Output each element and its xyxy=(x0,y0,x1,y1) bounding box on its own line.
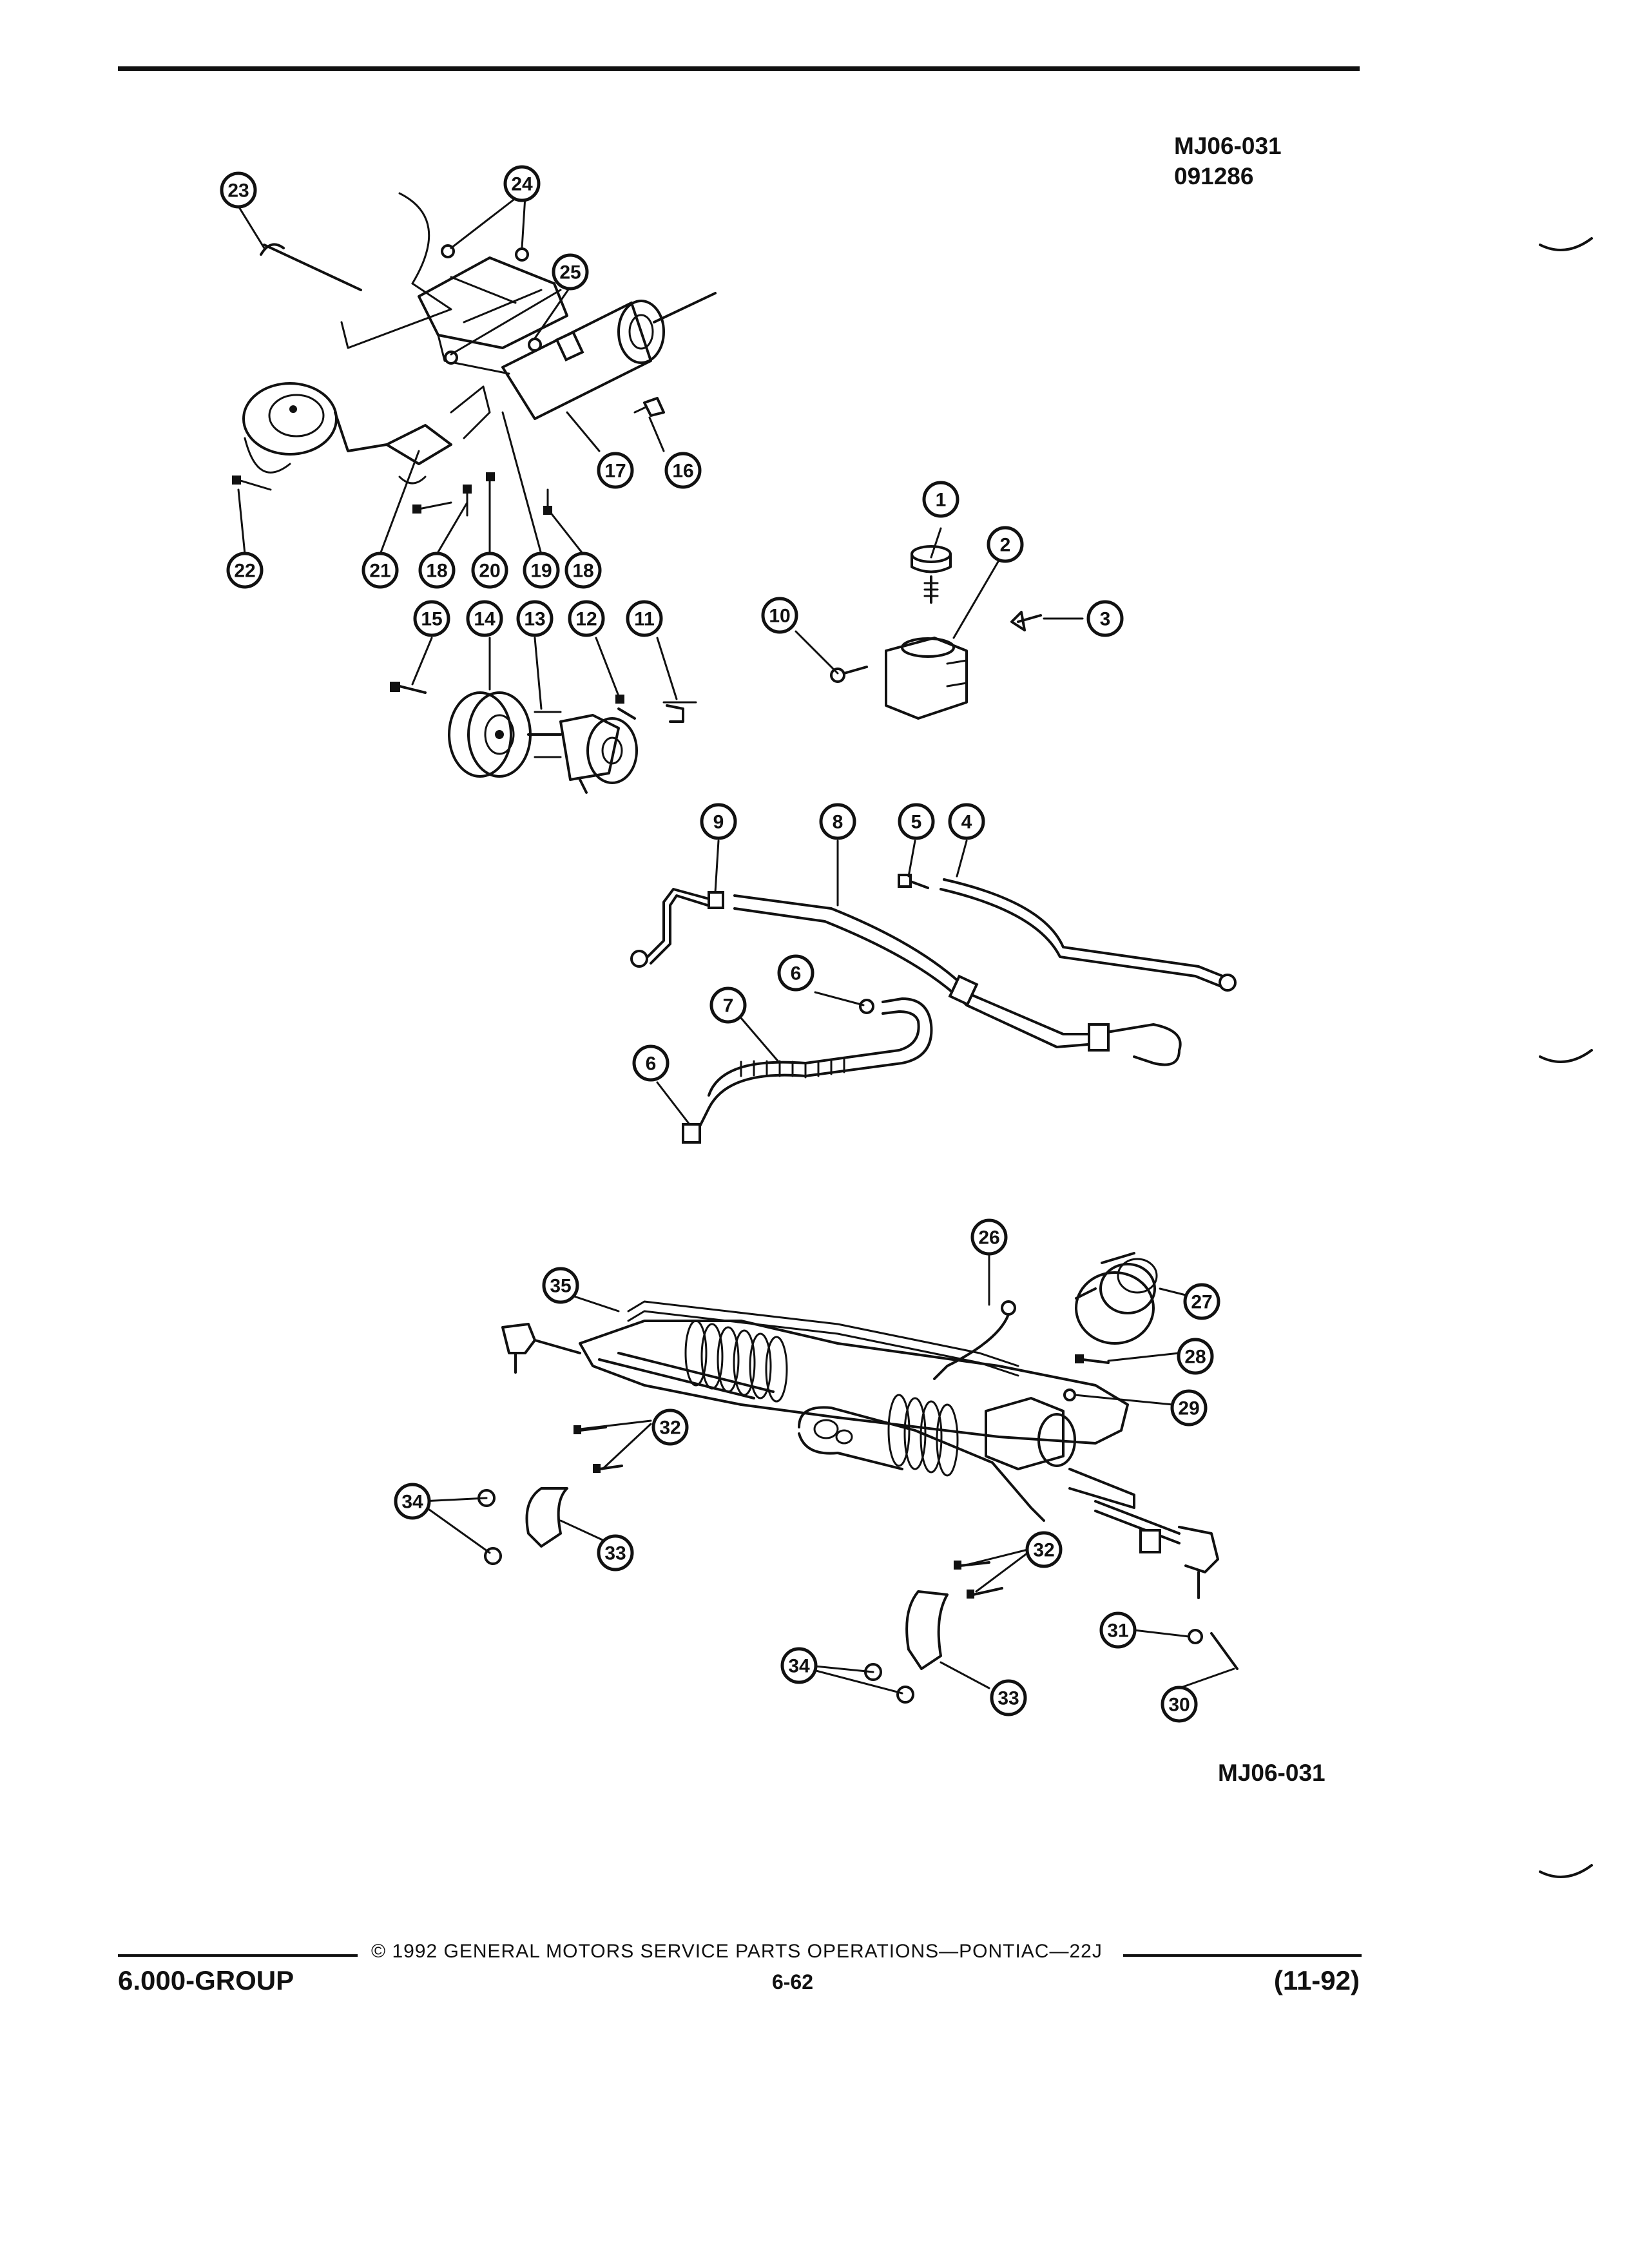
svg-text:35: 35 xyxy=(550,1276,571,1297)
callout-29: 29 xyxy=(1170,1389,1208,1427)
svg-text:15: 15 xyxy=(421,609,442,630)
svg-text:8: 8 xyxy=(833,812,843,833)
callout-20: 20 xyxy=(471,552,508,589)
svg-text:19: 19 xyxy=(530,561,552,582)
callout-6a: 6 xyxy=(777,954,815,992)
svg-text:31: 31 xyxy=(1107,1620,1128,1642)
svg-text:23: 23 xyxy=(227,180,249,202)
callout-32b: 32 xyxy=(1025,1531,1063,1568)
callout-1: 1 xyxy=(922,481,959,518)
callout-9: 9 xyxy=(700,803,737,840)
reservoir-illustration xyxy=(830,545,1042,720)
callout-3: 3 xyxy=(1086,600,1124,637)
svg-text:32: 32 xyxy=(1033,1540,1054,1561)
svg-text:6: 6 xyxy=(791,963,802,985)
svg-text:7: 7 xyxy=(723,995,734,1017)
svg-text:20: 20 xyxy=(479,561,500,582)
svg-text:32: 32 xyxy=(659,1418,680,1439)
binding-marks xyxy=(1539,237,1593,1878)
callout-14: 14 xyxy=(466,600,503,637)
svg-text:34: 34 xyxy=(788,1656,810,1677)
callout-5: 5 xyxy=(898,803,935,840)
svg-text:14: 14 xyxy=(474,609,496,630)
callout-17: 17 xyxy=(597,452,634,489)
callout-18b: 18 xyxy=(564,552,602,589)
svg-text:9: 9 xyxy=(713,812,724,833)
callout-25: 25 xyxy=(552,253,589,291)
callout-26: 26 xyxy=(970,1218,1008,1256)
svg-text:33: 33 xyxy=(604,1543,626,1564)
figure-code-bottom: MJ06-031 xyxy=(1218,1760,1325,1786)
steering-column-illustration xyxy=(232,192,717,517)
svg-text:16: 16 xyxy=(672,461,693,482)
callout-6b: 6 xyxy=(632,1044,670,1082)
svg-text:22: 22 xyxy=(234,561,255,582)
svg-text:27: 27 xyxy=(1191,1292,1212,1313)
page-number: 6-62 xyxy=(771,1970,814,1994)
group-number: 6.000-GROUP xyxy=(118,1965,294,1995)
callout-28: 28 xyxy=(1177,1338,1214,1375)
callout-24: 24 xyxy=(503,165,541,202)
callout-34b: 34 xyxy=(780,1647,818,1684)
svg-text:11: 11 xyxy=(634,609,655,630)
callout-13: 13 xyxy=(516,600,554,637)
callout-33a: 33 xyxy=(597,1534,634,1571)
svg-text:12: 12 xyxy=(575,609,597,630)
callout-31: 31 xyxy=(1099,1611,1137,1649)
pump-pulley-illustration xyxy=(390,682,697,794)
callout-30: 30 xyxy=(1161,1686,1198,1723)
callout-7: 7 xyxy=(709,986,747,1024)
svg-text:29: 29 xyxy=(1178,1398,1199,1419)
svg-text:28: 28 xyxy=(1184,1347,1206,1368)
svg-text:25: 25 xyxy=(559,262,581,284)
figure-date: 091286 xyxy=(1174,163,1254,189)
footer-rule-left xyxy=(118,1954,358,1957)
svg-text:34: 34 xyxy=(401,1492,423,1513)
callout-8: 8 xyxy=(819,803,856,840)
callout-27: 27 xyxy=(1183,1283,1220,1320)
callout-11: 11 xyxy=(626,600,663,637)
callout-19: 19 xyxy=(523,552,560,589)
footer-rule-right xyxy=(1123,1954,1362,1957)
callout-10: 10 xyxy=(761,597,798,634)
svg-text:2: 2 xyxy=(1000,535,1011,556)
svg-text:30: 30 xyxy=(1168,1695,1190,1716)
svg-text:33: 33 xyxy=(998,1688,1019,1709)
svg-text:4: 4 xyxy=(961,812,972,833)
callout-35: 35 xyxy=(542,1267,579,1304)
svg-text:13: 13 xyxy=(524,609,545,630)
hoses-illustration xyxy=(630,874,1237,1144)
callout-22: 22 xyxy=(226,552,264,589)
callout-12: 12 xyxy=(568,600,605,637)
callout-23: 23 xyxy=(220,171,257,209)
svg-text:18: 18 xyxy=(572,561,593,582)
copyright-line: © 1992 GENERAL MOTORS SERVICE PARTS OPER… xyxy=(371,1941,1103,1962)
callout-15: 15 xyxy=(413,600,450,637)
svg-text:6: 6 xyxy=(646,1053,657,1075)
callout-33b: 33 xyxy=(990,1679,1027,1716)
callout-32a: 32 xyxy=(651,1408,689,1446)
svg-text:1: 1 xyxy=(936,490,947,511)
svg-text:10: 10 xyxy=(769,606,790,627)
callout-4: 4 xyxy=(948,803,985,840)
svg-text:26: 26 xyxy=(978,1227,999,1249)
svg-text:24: 24 xyxy=(511,174,533,195)
leader-lines xyxy=(237,192,1235,1695)
svg-text:17: 17 xyxy=(604,461,626,482)
callout-21: 21 xyxy=(361,552,399,589)
figure-code: MJ06-031 xyxy=(1174,133,1282,159)
svg-text:3: 3 xyxy=(1100,609,1111,630)
svg-text:21: 21 xyxy=(369,561,390,582)
header-rule xyxy=(118,66,1360,71)
callout-34a: 34 xyxy=(394,1483,431,1520)
svg-text:18: 18 xyxy=(426,561,447,582)
callout-16: 16 xyxy=(664,452,702,489)
callout-18a: 18 xyxy=(418,552,456,589)
svg-text:5: 5 xyxy=(911,812,922,833)
revision-date: (11-92) xyxy=(1273,1965,1360,1995)
callout-2: 2 xyxy=(987,526,1024,563)
